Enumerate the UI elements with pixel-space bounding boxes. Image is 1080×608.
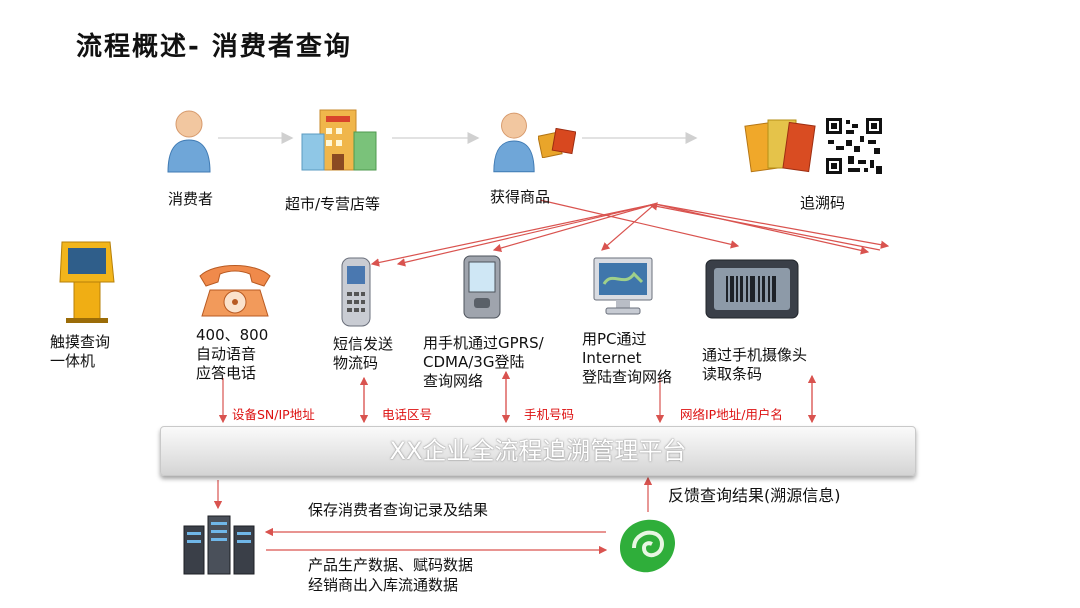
buyer-person-icon [493, 112, 535, 173]
arrow-hub-to-gprs [396, 203, 656, 267]
platform-label: XX企业全流程追溯管理平台 [389, 437, 687, 465]
camera-label-1: 通过手机摄像头 [702, 346, 808, 364]
gprs-label-3: 查询网络 [423, 372, 484, 390]
store-building-icon [301, 109, 377, 171]
gprs-label-1: 用手机通过GPRS/ [423, 334, 544, 352]
ip-user-label: 网络IP地址/用户名 [680, 407, 783, 422]
sms-label-1: 短信发送 [333, 335, 394, 353]
phone-label-2: 自动语音 [196, 345, 257, 363]
camera-label-2: 读取条码 [702, 365, 763, 383]
qr-code-icon [824, 116, 884, 176]
product-label: 获得商品 [490, 188, 551, 206]
product-package-icon [538, 128, 576, 158]
consumer-label: 消费者 [168, 190, 214, 208]
sms-label-2: 物流码 [333, 354, 379, 372]
server-rack-icon [183, 515, 255, 575]
kiosk-label-1: 触摸查询 [50, 333, 111, 351]
phone-label-1: 400、800 [196, 326, 269, 344]
page-title: 流程概述- 消费者查询 [76, 32, 352, 62]
production-data-label: 产品生产数据、赋码数据 [308, 556, 474, 574]
feedback-label: 反馈查询结果(溯源信息) [668, 486, 841, 505]
arrow-hub-to-pc [492, 203, 656, 253]
gprs-label-2: CDMA/3G登陆 [423, 353, 525, 371]
phone-number-label: 手机号码 [524, 407, 575, 422]
pda-icon [463, 255, 501, 319]
pc-label-3: 登陆查询网络 [582, 368, 673, 386]
kiosk-label-2: 一体机 [50, 352, 96, 370]
area-code-label: 电话区号 [382, 407, 433, 422]
arrow-product-to-right [539, 199, 740, 249]
distributor-data-label: 经销商出入库流通数据 [308, 576, 459, 594]
pc-monitor-icon [593, 257, 653, 315]
mobile-phone-icon [341, 257, 371, 327]
store-label: 超市/专营店等 [285, 195, 381, 213]
save-record-label: 保存消费者查询记录及结果 [308, 501, 489, 519]
phone-label-3: 应答电话 [196, 364, 257, 382]
consumer-person-icon [167, 110, 211, 173]
device-sn-ip-label: 设备SN/IP地址 [232, 407, 315, 422]
kiosk-icon [59, 241, 115, 323]
arrow-hub-to-sms [370, 203, 656, 267]
product-bags-icon [744, 119, 816, 173]
telephone-icon [199, 265, 271, 317]
company-logo-icon [620, 519, 676, 573]
arrow-hub-to-camera [601, 203, 656, 251]
arrow-hub-to-right-2 [654, 203, 890, 249]
barcode-scan-phone-icon [705, 259, 799, 319]
pc-label-1: 用PC通过 [582, 330, 647, 348]
arrow-right-back-hub [648, 202, 881, 251]
pc-label-2: Internet [582, 349, 642, 367]
platform-bar: XX企业全流程追溯管理平台 [160, 426, 916, 476]
arrow-hub-to-right-1 [654, 203, 870, 255]
trace-code-label: 追溯码 [800, 194, 846, 212]
